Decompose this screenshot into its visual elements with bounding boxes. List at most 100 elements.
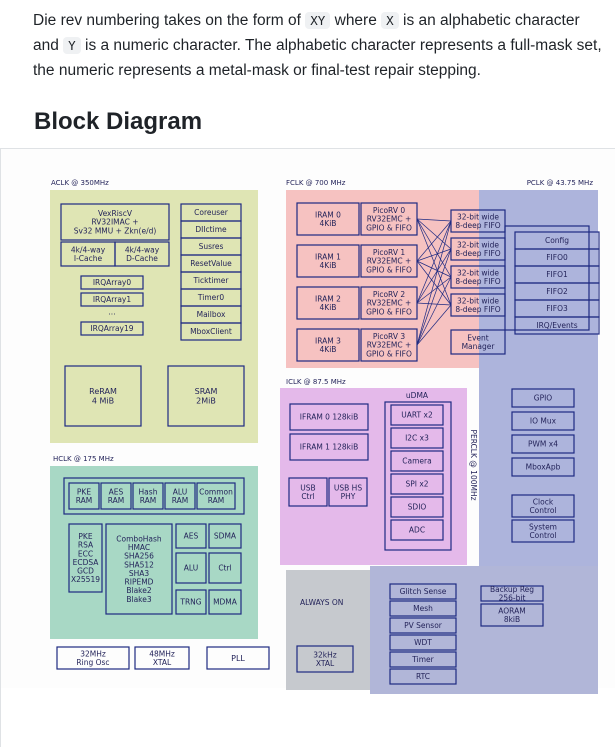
crypto-ram-frame [63, 477, 245, 515]
pke-box-text: X25519 [71, 575, 100, 584]
picorv-1-text: PicoRV 1 [373, 248, 405, 257]
iram-2-text: 4KiB [320, 303, 337, 312]
fclk-label: FCLK @ 700 MHz [286, 179, 346, 187]
picorv-2-text: RV32EMC + [367, 299, 412, 308]
text-run: is a numeric character. The alphabetic c… [80, 37, 602, 54]
pll-box-text: PLL [231, 654, 245, 663]
combohash-box-text: SHA256 [124, 552, 154, 561]
usb-ctrl-box-text: USB [300, 483, 315, 492]
crypto-ram-0-text: PKE [77, 487, 91, 496]
combohash-box-text: RIPEMD [125, 578, 154, 587]
fifo-3-text: 32-bit wide [457, 296, 499, 305]
perclk-label: PERCLK @ 100MHz [469, 429, 478, 500]
system-control-box-text: Control [529, 531, 556, 540]
picorv-0-text: PicoRV 0 [373, 206, 405, 215]
system-control-box-text: System [529, 522, 557, 531]
xtal48-box-text: 48MHz [149, 649, 175, 658]
pke-box-text: PKE [78, 532, 92, 541]
crypto-ram-3-text: RAM [172, 496, 189, 505]
iram-0 [296, 202, 360, 236]
udma-periph-5-text: ADC [409, 526, 425, 535]
crypto-ram-1-text: RAM [108, 496, 125, 505]
core-periph-4-text: Ticktimer [193, 276, 230, 285]
crossbar-line [416, 302, 452, 306]
text-run: and [33, 37, 64, 54]
crossbar-line [416, 276, 452, 346]
aon-periph-3 [389, 634, 457, 651]
dcache-box-text: 4k/4-way [125, 245, 160, 254]
aon-periph-3-text: WDT [414, 638, 432, 647]
picorv-1-text: GPIO & FIFO [366, 265, 412, 274]
pclk-periph-3 [511, 457, 575, 477]
picorv-2-text: GPIO & FIFO [366, 307, 412, 316]
pclk-periph-2-text: PWM x4 [528, 440, 558, 449]
aes-box-text: AES [184, 532, 199, 541]
udma-periph-0 [390, 404, 444, 426]
pclk-periph-1 [511, 411, 575, 431]
aon-periph-5 [389, 668, 457, 685]
pclk-periph-0-text: GPIO [534, 394, 553, 403]
fifo-0-text: 32-bit wide [457, 212, 499, 221]
aon-region [286, 570, 370, 690]
clock-control-box-text: Clock [533, 497, 554, 506]
dcache-box-text: D-Cache [126, 254, 158, 263]
paragraph-line-1: Die rev numbering takes on the form of X… [33, 8, 615, 33]
pclk-reg-0-text: Config [545, 236, 569, 245]
irq-ellipsis-text: ... [108, 308, 115, 317]
aon-periph-2-text: PV Sensor [404, 621, 443, 630]
backup-reg-box [480, 585, 544, 602]
intro-paragraph: Die rev numbering takes on the form of X… [33, 8, 615, 83]
core-periph-7-text: MboxClient [190, 327, 232, 336]
dcache-box [114, 241, 170, 267]
clock-control-box-text: Control [529, 506, 556, 515]
pclk-reg-5-text: IRQ/Events [536, 321, 577, 330]
picorv-3-text: GPIO & FIFO [366, 349, 412, 358]
trng-box-text: TRNG [179, 598, 201, 607]
irq-array-0 [80, 275, 144, 290]
combohash-box-text: HMAC [128, 543, 150, 552]
crypto-ram-1 [100, 482, 132, 510]
combohash-box-text: SHA3 [129, 569, 150, 578]
usb-ctrl-box-text: Ctrl [301, 492, 314, 501]
fifo-1-text: 8-deep FIFO [455, 249, 500, 258]
pclk-periph-3-text: MboxApb [526, 463, 561, 472]
pke-box-text: ECC [78, 549, 93, 558]
picorv-2-text: PicoRV 2 [373, 290, 405, 299]
section-heading: Block Diagram [34, 108, 203, 135]
fclk-region [286, 190, 479, 368]
combohash-box-text: Blake3 [126, 595, 152, 604]
code-xy: XY [305, 12, 331, 29]
always-on-label: ALWAYS ON [300, 598, 343, 607]
irq-array-19-text: IRQArray19 [90, 324, 133, 333]
core-periph-6-text: Mailbox [197, 310, 226, 319]
text-run: where [330, 12, 382, 29]
core-periph-2-text: Susres [199, 242, 224, 251]
xtal32-box [296, 645, 354, 673]
iram-0-text: IRAM 0 [315, 210, 341, 219]
crossbar-line [416, 276, 452, 304]
fifo-0-text: 8-deep FIFO [455, 221, 500, 230]
combohash-box [105, 523, 173, 615]
pll-box [206, 646, 270, 670]
crypto-ram-2-text: Hash [139, 487, 158, 496]
crypto-ram-4-text: Common [199, 487, 233, 496]
crossbar-line [416, 260, 452, 278]
pke-box-text: ECDSA [73, 558, 100, 567]
system-control-box [511, 519, 575, 543]
trng-box [175, 589, 207, 615]
pclk-periph-1-text: IO Mux [530, 417, 557, 426]
text-run: Die rev numbering takes on the form of [33, 12, 306, 29]
crypto-ram-0-text: RAM [76, 496, 93, 505]
usb-ctrl-box [288, 477, 328, 507]
iclk-region [280, 388, 467, 565]
crossbar-line [416, 220, 452, 346]
aon-periph-4 [389, 651, 457, 668]
aon-periph-0 [389, 583, 457, 600]
crypto-ram-3 [164, 482, 196, 510]
pclk-reg-3-text: FIFO2 [546, 287, 568, 296]
core-periph-0-text: Coreuser [194, 208, 229, 217]
udma-periph-4 [390, 496, 444, 518]
picorv-0-text: GPIO & FIFO [366, 223, 412, 232]
picorv-0-text: RV32EMC + [367, 215, 412, 224]
udma-frame [384, 401, 452, 551]
